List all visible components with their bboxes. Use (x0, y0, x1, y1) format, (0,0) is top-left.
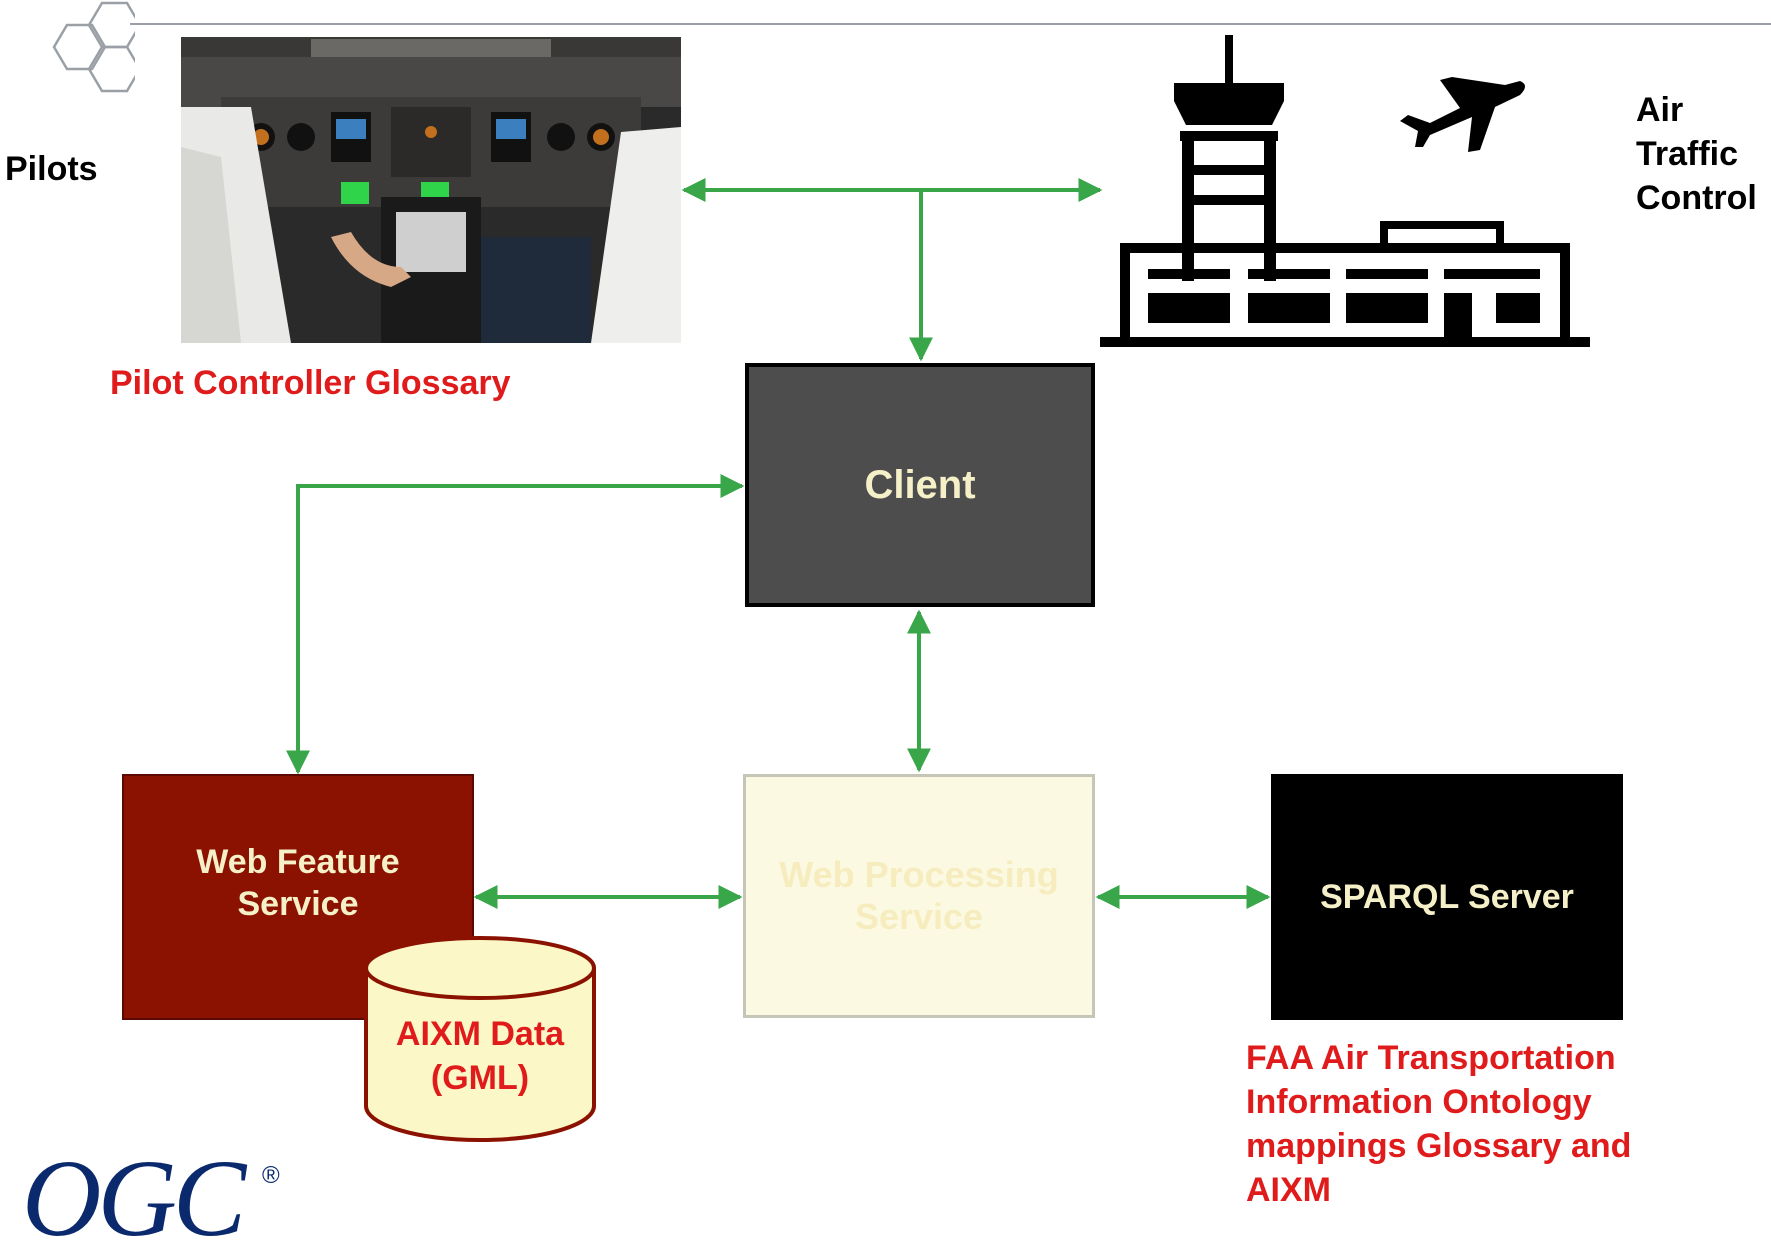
aixm-line-2: (GML) (430, 1059, 530, 1097)
arrow-client-wfs (286, 474, 745, 775)
wfs-line-1: Web Feature (196, 843, 400, 881)
header-rule (130, 23, 1771, 25)
faa-line-1: FAA Air Transportation (1246, 1039, 1616, 1077)
connector-arrows (286, 178, 1271, 909)
wps-line-1: Web Processing (779, 854, 1059, 895)
aixm-data-label: AIXM Data (GML) (368, 1012, 592, 1100)
web-processing-service-box: Web Processing Service (743, 774, 1095, 1018)
faa-line-4: AIXM (1246, 1171, 1331, 1209)
registered-mark: ® (262, 1162, 280, 1189)
atc-line-2: Traffic (1636, 135, 1739, 173)
faa-ontology-label: FAA Air Transportation Information Ontol… (1246, 1036, 1766, 1212)
air-traffic-control-icon (1100, 35, 1590, 347)
faa-line-2: Information Ontology (1246, 1083, 1592, 1121)
sparql-server-box: SPARQL Server (1271, 774, 1623, 1020)
atc-line-1: Air (1636, 91, 1684, 129)
faa-line-3: mappings Glossary and (1246, 1127, 1632, 1165)
cockpit-image (181, 37, 681, 343)
sparql-label: SPARQL Server (1320, 877, 1574, 916)
aixm-line-1: AIXM Data (395, 1015, 565, 1053)
client-box: Client (745, 363, 1095, 607)
hexagon-logo-icon (52, 1, 135, 93)
client-label: Client (864, 462, 976, 507)
atc-label: Air Traffic Control (1636, 88, 1757, 220)
pilots-label: Pilots (5, 150, 98, 188)
wps-line-2: Service (854, 896, 984, 937)
wfs-line-2: Service (237, 885, 359, 923)
aixm-database-icon (364, 936, 596, 1142)
ogc-logo: OGC (22, 1137, 246, 1259)
pilot-controller-glossary-label: Pilot Controller Glossary (110, 364, 511, 402)
atc-line-3: Control (1636, 179, 1757, 217)
